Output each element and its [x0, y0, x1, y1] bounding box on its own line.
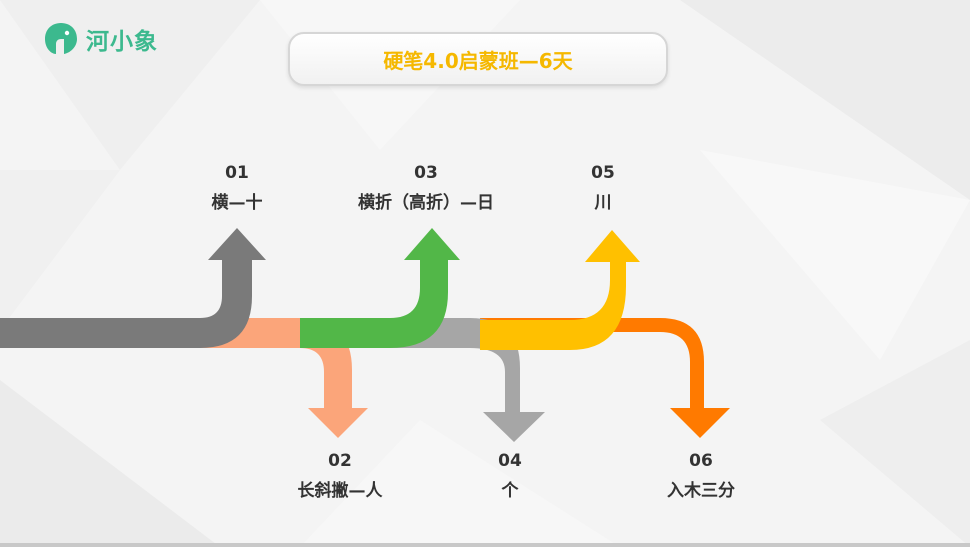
page-title: 硬笔4.0启蒙班—6天	[383, 48, 573, 73]
brand-name: 河小象	[86, 29, 158, 55]
step-label: 入木三分	[667, 481, 735, 501]
step-02: 02 长斜撇—人	[240, 450, 440, 502]
step-label: 横—十	[211, 193, 263, 213]
step-04: 04 个	[410, 450, 610, 502]
step-03: 03 横折（高折）—日	[326, 162, 526, 214]
bottom-divider	[0, 543, 970, 547]
step-01: 01 横—十	[137, 162, 337, 214]
title-banner: 硬笔4.0启蒙班—6天	[288, 32, 668, 86]
step-number: 01	[225, 163, 249, 183]
arrow-step-03	[300, 228, 460, 348]
step-number: 05	[591, 163, 615, 183]
step-number: 04	[498, 451, 522, 471]
step-label: 个	[501, 481, 519, 501]
step-05: 05 川	[503, 162, 703, 214]
step-label: 横折（高折）—日	[358, 193, 494, 213]
step-number: 03	[414, 163, 438, 183]
step-number: 06	[689, 451, 713, 471]
step-label: 川	[594, 193, 612, 213]
arrow-step-05	[480, 230, 640, 350]
step-number: 02	[328, 451, 352, 471]
elephant-logo-icon	[45, 23, 77, 54]
brand-logo: 河小象	[42, 20, 158, 58]
arrow-step-01	[0, 228, 266, 348]
step-label: 长斜撇—人	[297, 481, 383, 501]
step-06: 06 入木三分	[601, 450, 801, 502]
